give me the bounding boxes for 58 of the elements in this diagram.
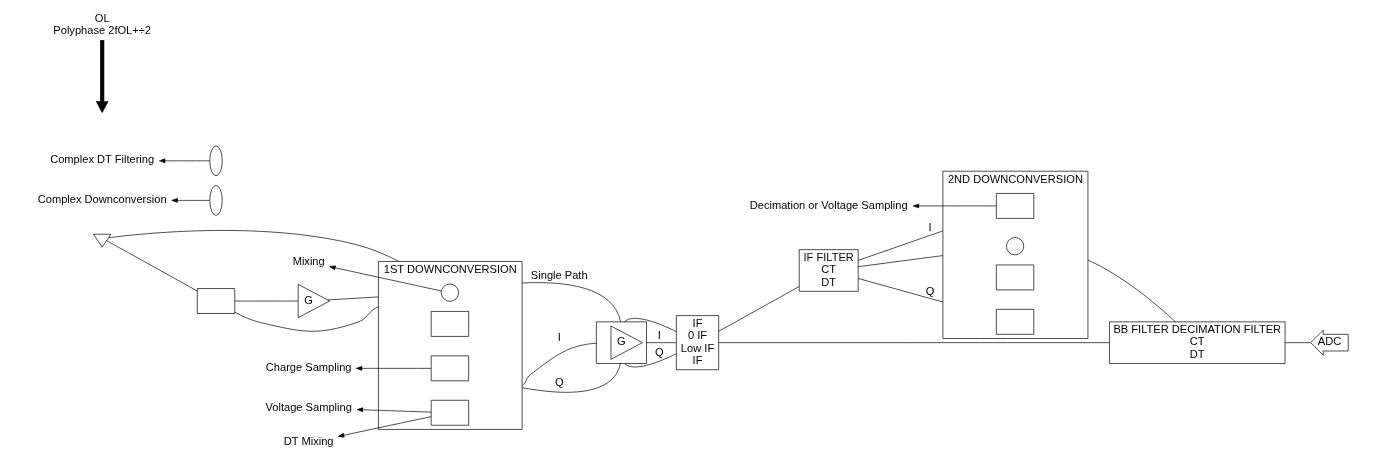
edge-label: Single Path (530, 269, 588, 282)
connector (1284, 342, 1311, 343)
node-antenna (93, 233, 112, 248)
connector (327, 296, 379, 301)
node-box: IF 0 IF Low IF IF (676, 315, 720, 371)
edge-label: I (557, 331, 561, 344)
connector (857, 278, 944, 303)
connector (521, 342, 597, 387)
node-box (996, 264, 1035, 291)
connector (106, 240, 198, 292)
edge-label: I (657, 329, 661, 342)
node-circle (1006, 237, 1025, 256)
node-box (196, 288, 236, 314)
cluster: 2ND DOWNCONVERSION (942, 170, 1089, 339)
node-text: OL Polyphase 2fOL+÷2 (53, 11, 152, 37)
connector (234, 306, 379, 332)
arrow (95, 40, 109, 114)
node-box (430, 399, 469, 426)
node-box (430, 355, 469, 382)
arrow (356, 366, 432, 371)
connector (1087, 259, 1176, 323)
edge-label: Q (655, 345, 664, 358)
connector (521, 363, 621, 393)
connector (718, 342, 1110, 343)
cluster: 1ST DOWNCONVERSION (378, 261, 523, 430)
node-text: Charge Sampling (265, 360, 352, 373)
arrow (912, 203, 997, 209)
node-text: Voltage Sampling (265, 400, 352, 413)
node-ellipse (209, 185, 223, 216)
connector (718, 286, 800, 332)
arrow (159, 158, 210, 164)
edge-label: Q (925, 284, 935, 297)
arrow (329, 265, 442, 292)
connector (646, 342, 677, 343)
node-box (996, 193, 1035, 219)
node-box: BB FILTER DECIMATION FILTER CT DT (1109, 321, 1286, 364)
node-text: Complex DT Filtering (50, 153, 155, 166)
cluster (596, 321, 647, 364)
connector (108, 230, 400, 262)
arrow (356, 407, 432, 413)
node-circle (440, 283, 459, 302)
connector (857, 230, 944, 261)
arrow (171, 198, 210, 203)
connector (521, 282, 621, 323)
connector (857, 255, 944, 268)
node-box (996, 309, 1035, 335)
node-text: Decimation or Voltage Sampling (749, 198, 908, 211)
edge-label: Q (554, 375, 564, 388)
edge-label: I (928, 220, 932, 233)
connector (624, 353, 677, 368)
node-text: DT Mixing (283, 435, 334, 448)
arrow (338, 416, 432, 438)
node-ellipse (209, 145, 223, 177)
node-text: Mixing (292, 254, 325, 267)
node-box: IF FILTER CT DT (798, 249, 859, 292)
node-box (430, 311, 469, 337)
node-text: Complex Downconversion (37, 193, 167, 206)
connector (624, 318, 677, 332)
